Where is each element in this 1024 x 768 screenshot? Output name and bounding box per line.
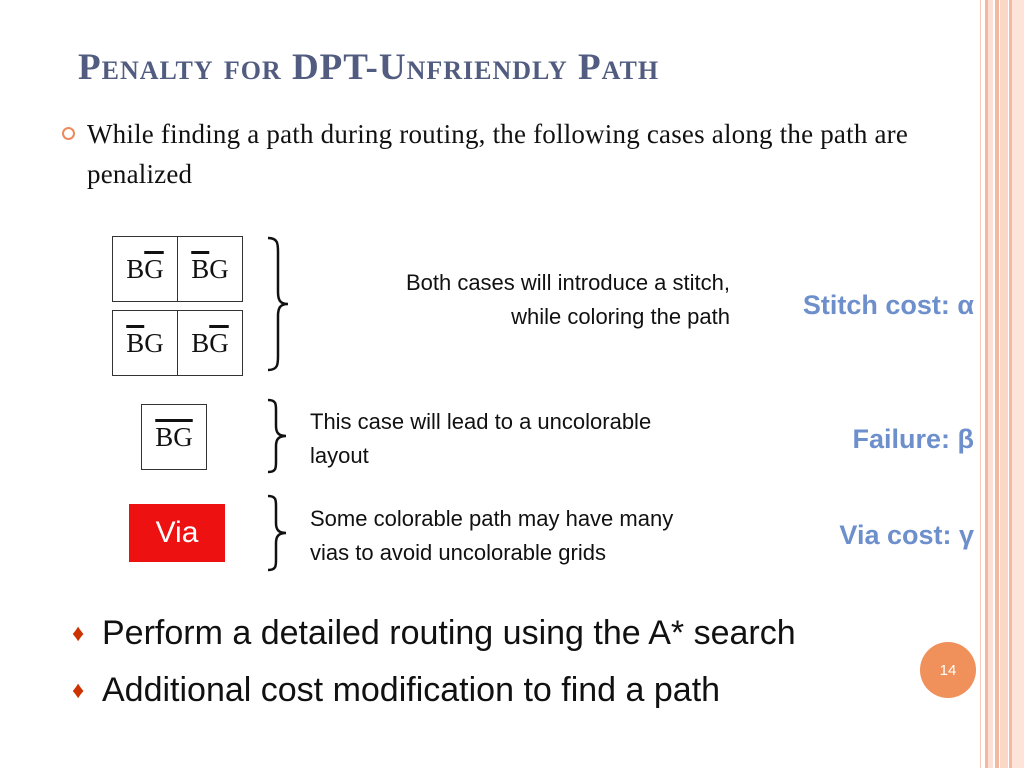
cell-g: G xyxy=(144,327,164,358)
right-brace-icon xyxy=(267,494,287,572)
diamond-bullet-icon: ♦ xyxy=(72,620,85,647)
border-stripe xyxy=(995,0,999,768)
cell-bg-overlined: BG xyxy=(155,421,193,452)
cell-g-overlined: G xyxy=(209,327,229,358)
cell-b: B xyxy=(126,253,145,284)
border-stripe xyxy=(1012,0,1024,768)
via-cost-label: Via cost: γ xyxy=(839,520,974,550)
bullet-item: Perform a detailed routing using the A* … xyxy=(102,614,796,652)
border-stripe xyxy=(1000,0,1008,768)
via-box: Via xyxy=(129,504,225,562)
border-stripe xyxy=(985,0,988,768)
intro-text: While finding a path during routing, the… xyxy=(87,119,909,189)
circle-bullet-icon xyxy=(62,127,75,140)
diamond-bullet-icon: ♦ xyxy=(72,677,85,704)
page-number-badge: 14 xyxy=(920,642,976,698)
right-brace-icon xyxy=(267,398,287,474)
cell-b-overlined: B xyxy=(191,253,210,284)
cell-b-overlined: B xyxy=(126,327,145,358)
stitch-cost-label: Stitch cost: α xyxy=(802,290,974,320)
failure-description: This case will lead to a uncolorable lay… xyxy=(310,409,652,468)
cell-g: G xyxy=(209,253,229,284)
stitch-description: Both cases will introduce a stitch, whil… xyxy=(405,270,730,329)
right-brace-icon xyxy=(267,236,289,372)
border-stripe xyxy=(980,0,981,768)
cell-g-overlined: G xyxy=(144,253,164,284)
cell-b: B xyxy=(191,327,210,358)
failure-grid: BG xyxy=(141,404,207,470)
via-description: Some colorable path may have many vias t… xyxy=(310,506,674,565)
bullet-item: Additional cost modification to find a p… xyxy=(102,671,721,709)
border-stripe xyxy=(1009,0,1012,768)
border-stripe xyxy=(988,0,993,768)
grid-cell: BG xyxy=(142,405,206,469)
slide-title: Penalty for DPT-Unfriendly Path xyxy=(78,47,660,88)
failure-cost-label: Failure: β xyxy=(852,424,975,454)
